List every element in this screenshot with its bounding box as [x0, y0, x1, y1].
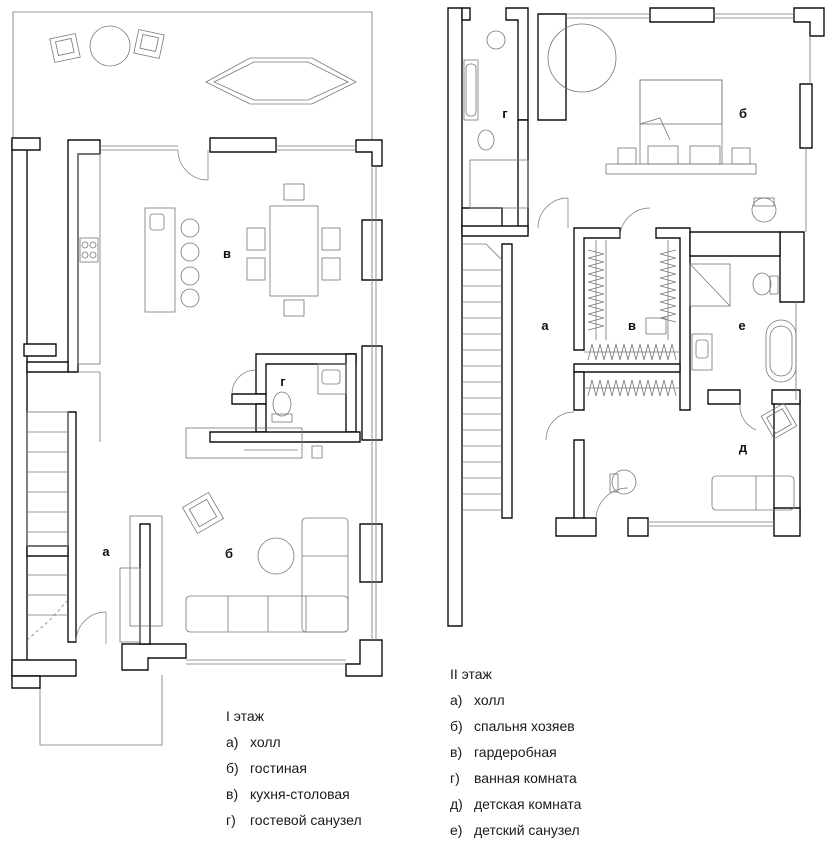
floor1-label-a: а — [102, 544, 110, 559]
floor2-legend-item: е)детский санузел — [450, 822, 580, 838]
terrace-outline — [12, 11, 373, 140]
living-room-furniture — [119, 427, 349, 643]
floor1-walls — [11, 137, 383, 689]
floor1-legend-item: г)гостевой санузел — [226, 812, 362, 828]
terrace-furniture — [49, 25, 357, 105]
floor1-legend-item: а)холл — [226, 734, 281, 750]
child-room-furniture — [609, 402, 798, 511]
floor1-legend-item: в)кухня-столовая — [226, 786, 350, 802]
floor2-legend-item: д)детская комната — [450, 796, 582, 812]
floor1-plan: а б в г — [11, 11, 383, 746]
floor2-label-a: а — [541, 318, 549, 333]
floor2-label-e: е — [738, 318, 745, 333]
floor2-windows — [566, 13, 811, 527]
floor1-legend-title: I этаж — [226, 708, 265, 724]
floor1-label-v: в — [223, 246, 231, 261]
bathroom-fixtures — [463, 30, 529, 209]
floor2-doors — [537, 197, 757, 519]
floor2-legend-item: а)холл — [450, 692, 505, 708]
floor2-label-b: б — [739, 106, 747, 121]
floor2-legend-item: б)спальня хозяев — [450, 718, 575, 734]
floor1-staircase — [26, 371, 101, 641]
floor2-label-d: д — [739, 440, 748, 455]
floor1-legend-item: б)гостиная — [226, 760, 307, 776]
floor1-legend: I этаж а)холл б)гостиная в)кухня-столова… — [226, 706, 362, 836]
floor2-label-g: г — [502, 106, 508, 121]
floor2-legend: II этаж а)холл б)спальня хозяев в)гардер… — [450, 664, 581, 846]
bedroom-furniture — [547, 23, 777, 223]
kitchen-furniture — [77, 153, 341, 365]
floor2-legend-title: II этаж — [450, 666, 492, 682]
wardrobe-racks — [584, 240, 680, 397]
floor2-plan: а б в г д е — [447, 7, 825, 627]
guest-wc-fixtures — [271, 363, 347, 423]
porch-outline — [39, 675, 163, 746]
floor2-label-v: в — [628, 318, 636, 333]
floor2-staircase — [462, 243, 503, 511]
floor1-label-g: г — [280, 374, 286, 389]
floor2-legend-item: в)гардеробная — [450, 744, 557, 760]
child-bathroom-fixtures — [689, 263, 797, 383]
floor1-label-b: б — [225, 546, 233, 561]
floor1-doors — [75, 149, 257, 644]
floor2-walls — [447, 7, 825, 627]
floor2-legend-item: г)ванная комната — [450, 770, 577, 786]
floor1-windows — [100, 145, 377, 665]
